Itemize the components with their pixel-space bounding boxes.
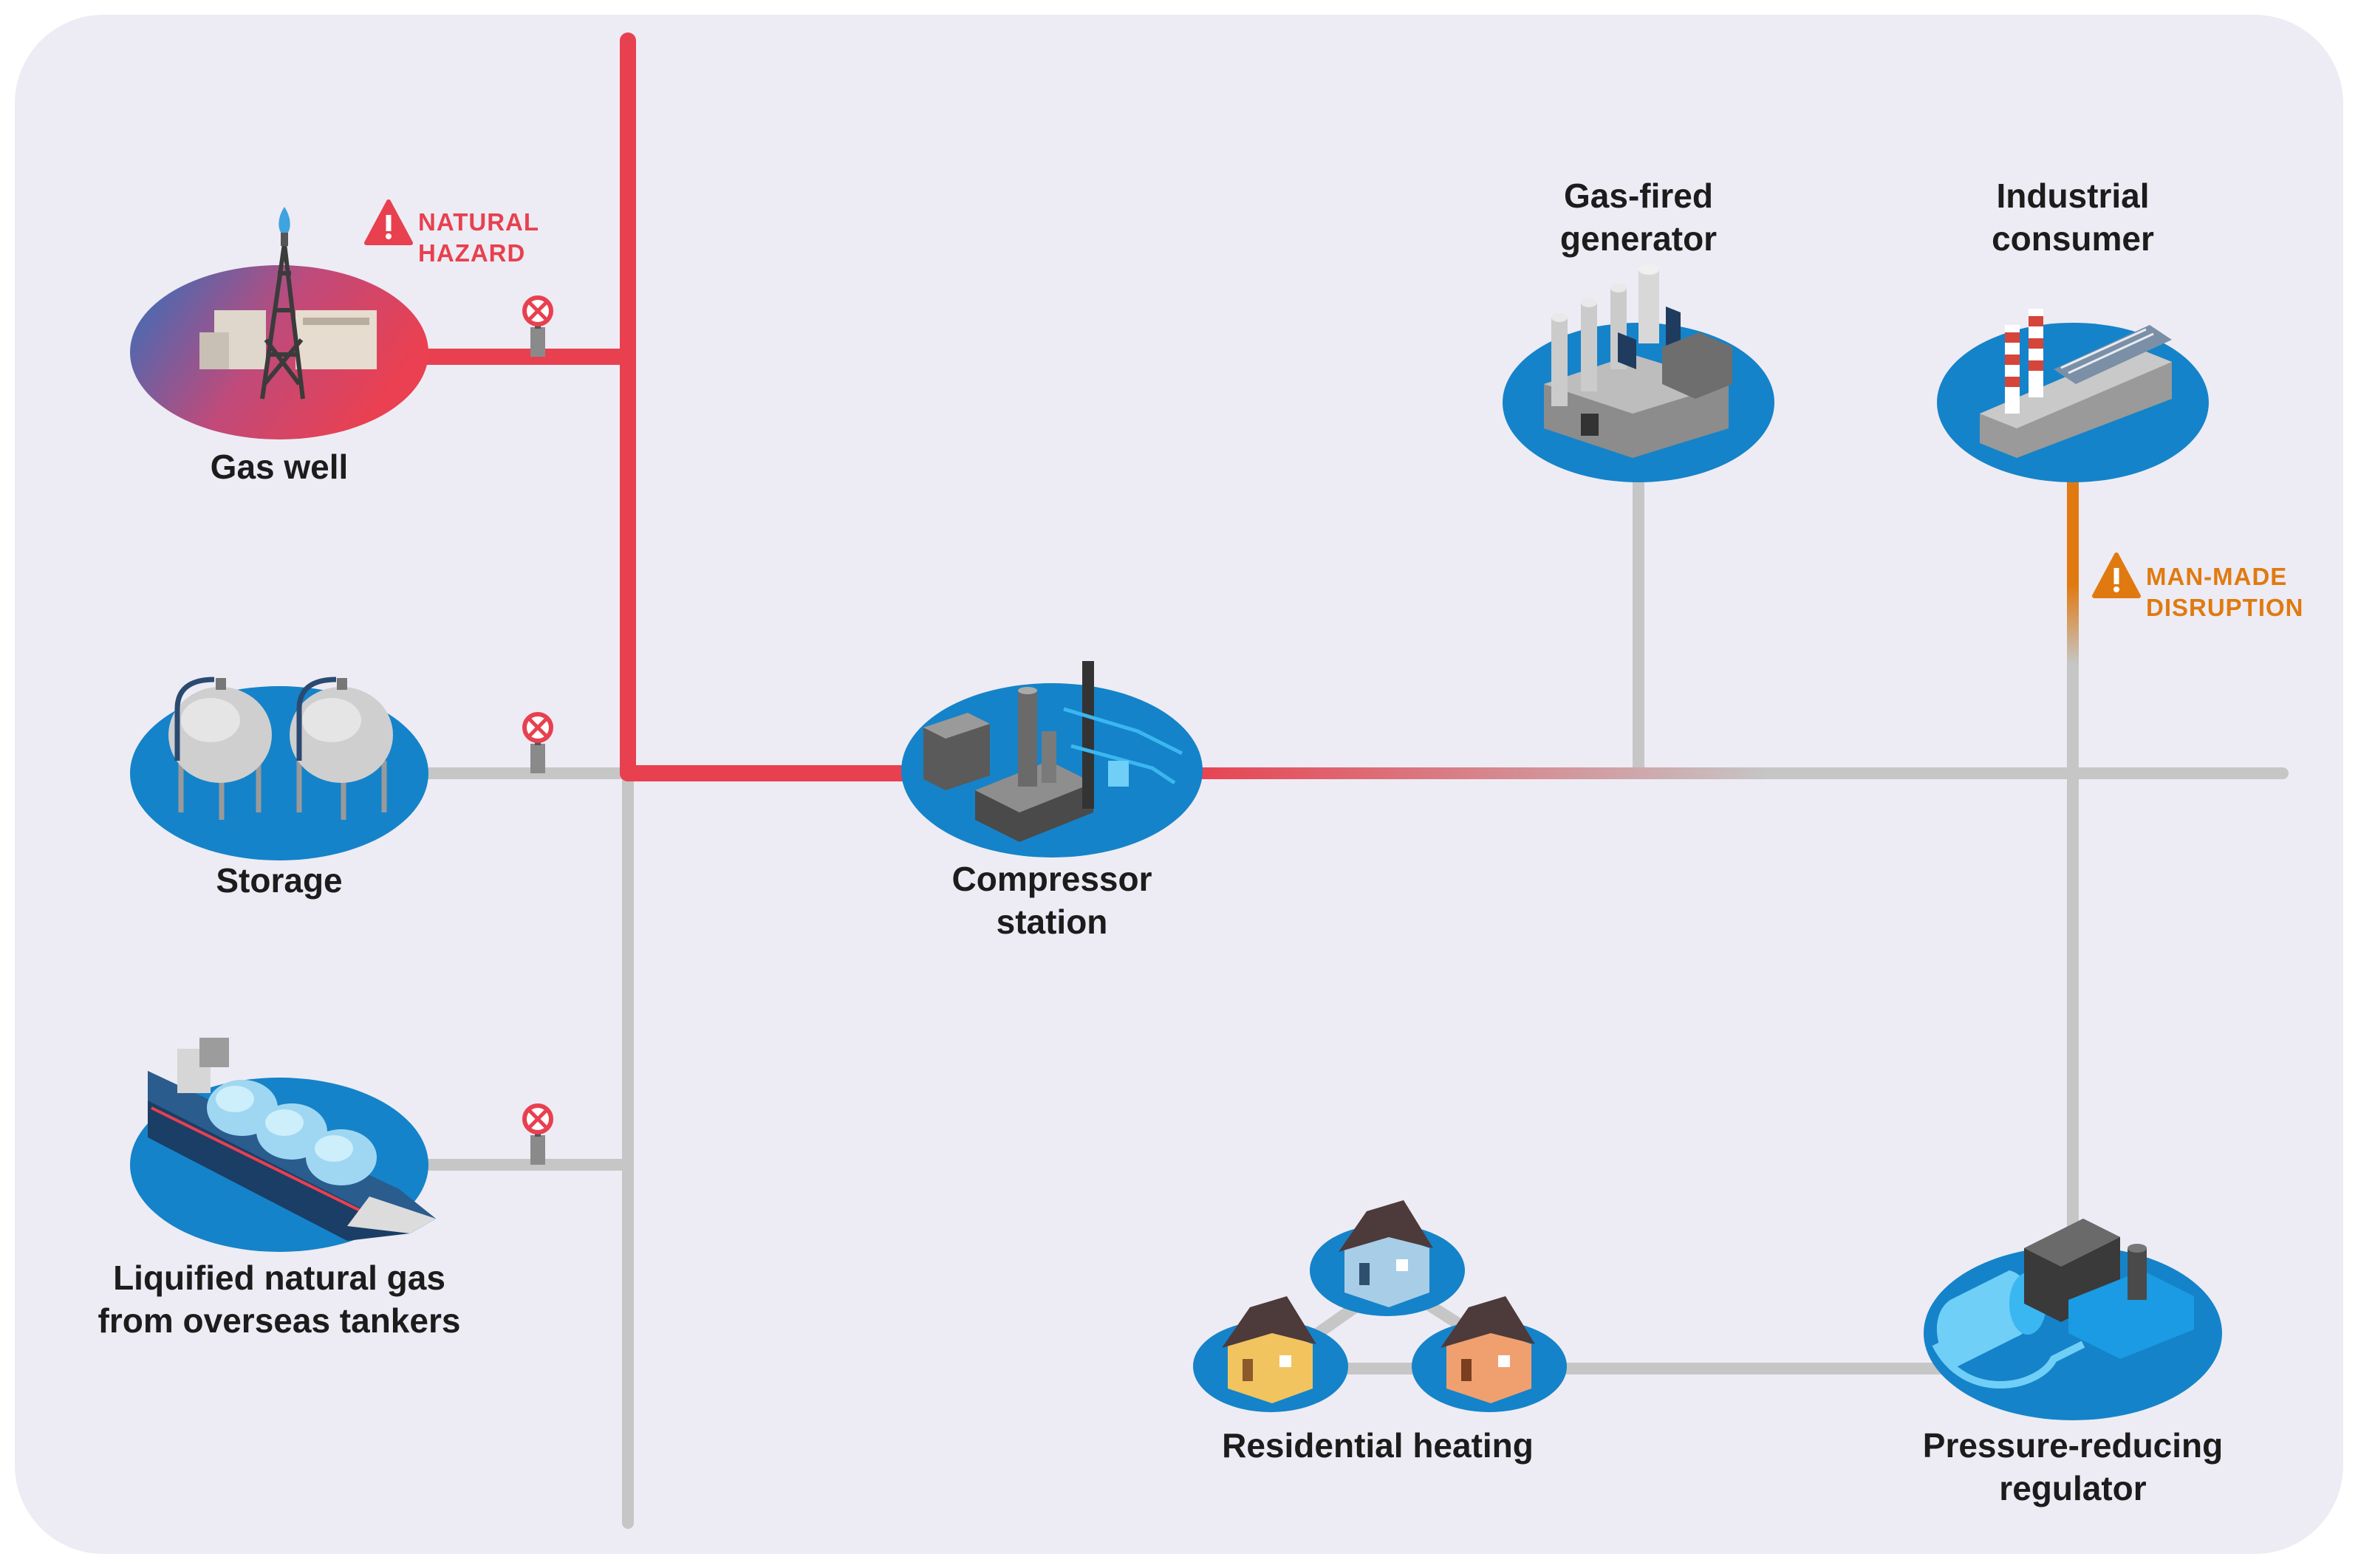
valve-icon[interactable] (522, 712, 553, 773)
label-text: Storage (216, 861, 343, 900)
regulator-label: Pressure-reducing regulator (1923, 1424, 2223, 1510)
valve-icon[interactable] (522, 295, 553, 357)
house-icon (1441, 1296, 1535, 1403)
label-line: consumer (1992, 219, 2154, 258)
label-line: regulator (1999, 1469, 2147, 1507)
label-line: Pressure-reducing (1922, 1426, 2224, 1465)
warning-icon (2092, 552, 2141, 598)
gas-well-node[interactable] (130, 207, 428, 439)
lng-tanker-icon (148, 1038, 436, 1241)
warning-icon (364, 199, 413, 245)
house-icon (1222, 1296, 1316, 1403)
label-line: Liquified natural gas (113, 1259, 445, 1297)
gas-well-label: Gas well (211, 445, 349, 488)
industrial-node[interactable] (1937, 309, 2209, 482)
lng-node[interactable] (130, 1038, 436, 1252)
hazard-pipes (406, 32, 968, 781)
regulator-node[interactable] (1924, 1219, 2222, 1420)
lng-label: Liquified natural gas from overseas tank… (98, 1256, 461, 1342)
label-line: station (996, 903, 1108, 941)
industrial-factory-icon (1980, 309, 2172, 458)
man-made-disruption-alert: MAN-MADE DISRUPTION (2139, 561, 2304, 623)
natural-hazard-alert: NATURAL HAZARD (411, 207, 539, 269)
alert-line-1: NATURAL (418, 208, 540, 236)
pressure-regulator-icon (1932, 1219, 2194, 1389)
label-line: Industrial (1996, 177, 2150, 215)
gas-well-icon (199, 207, 377, 400)
industrial-label: Industrial consumer (1992, 174, 2154, 260)
valve-icon[interactable] (522, 1103, 553, 1165)
alert-line-2: DISRUPTION (2146, 594, 2304, 621)
residential-node[interactable] (1193, 1200, 1567, 1412)
label-line: Gas-fired (1564, 177, 1713, 215)
compressor-node[interactable] (901, 661, 1203, 857)
label-text: Gas well (210, 448, 349, 486)
gas-generator-icon (1544, 264, 1732, 458)
house-icon (1339, 1200, 1433, 1307)
compressor-label: Compressor station (952, 857, 1152, 943)
alert-line-1: MAN-MADE (2146, 563, 2288, 590)
residential-label: Residential heating (1222, 1424, 1534, 1467)
alert-line-2: HAZARD (418, 239, 526, 267)
label-text: Residential heating (1222, 1426, 1534, 1465)
compressor-station-icon (923, 661, 1183, 842)
generator-label: Gas-fired generator (1560, 174, 1717, 260)
storage-node[interactable] (130, 677, 428, 860)
storage-tanks-icon (168, 677, 393, 783)
label-line: Compressor (951, 860, 1152, 898)
label-line: generator (1559, 219, 1718, 258)
generator-node[interactable] (1503, 264, 1774, 482)
label-line: from overseas tankers (98, 1301, 461, 1340)
storage-label: Storage (216, 859, 342, 902)
